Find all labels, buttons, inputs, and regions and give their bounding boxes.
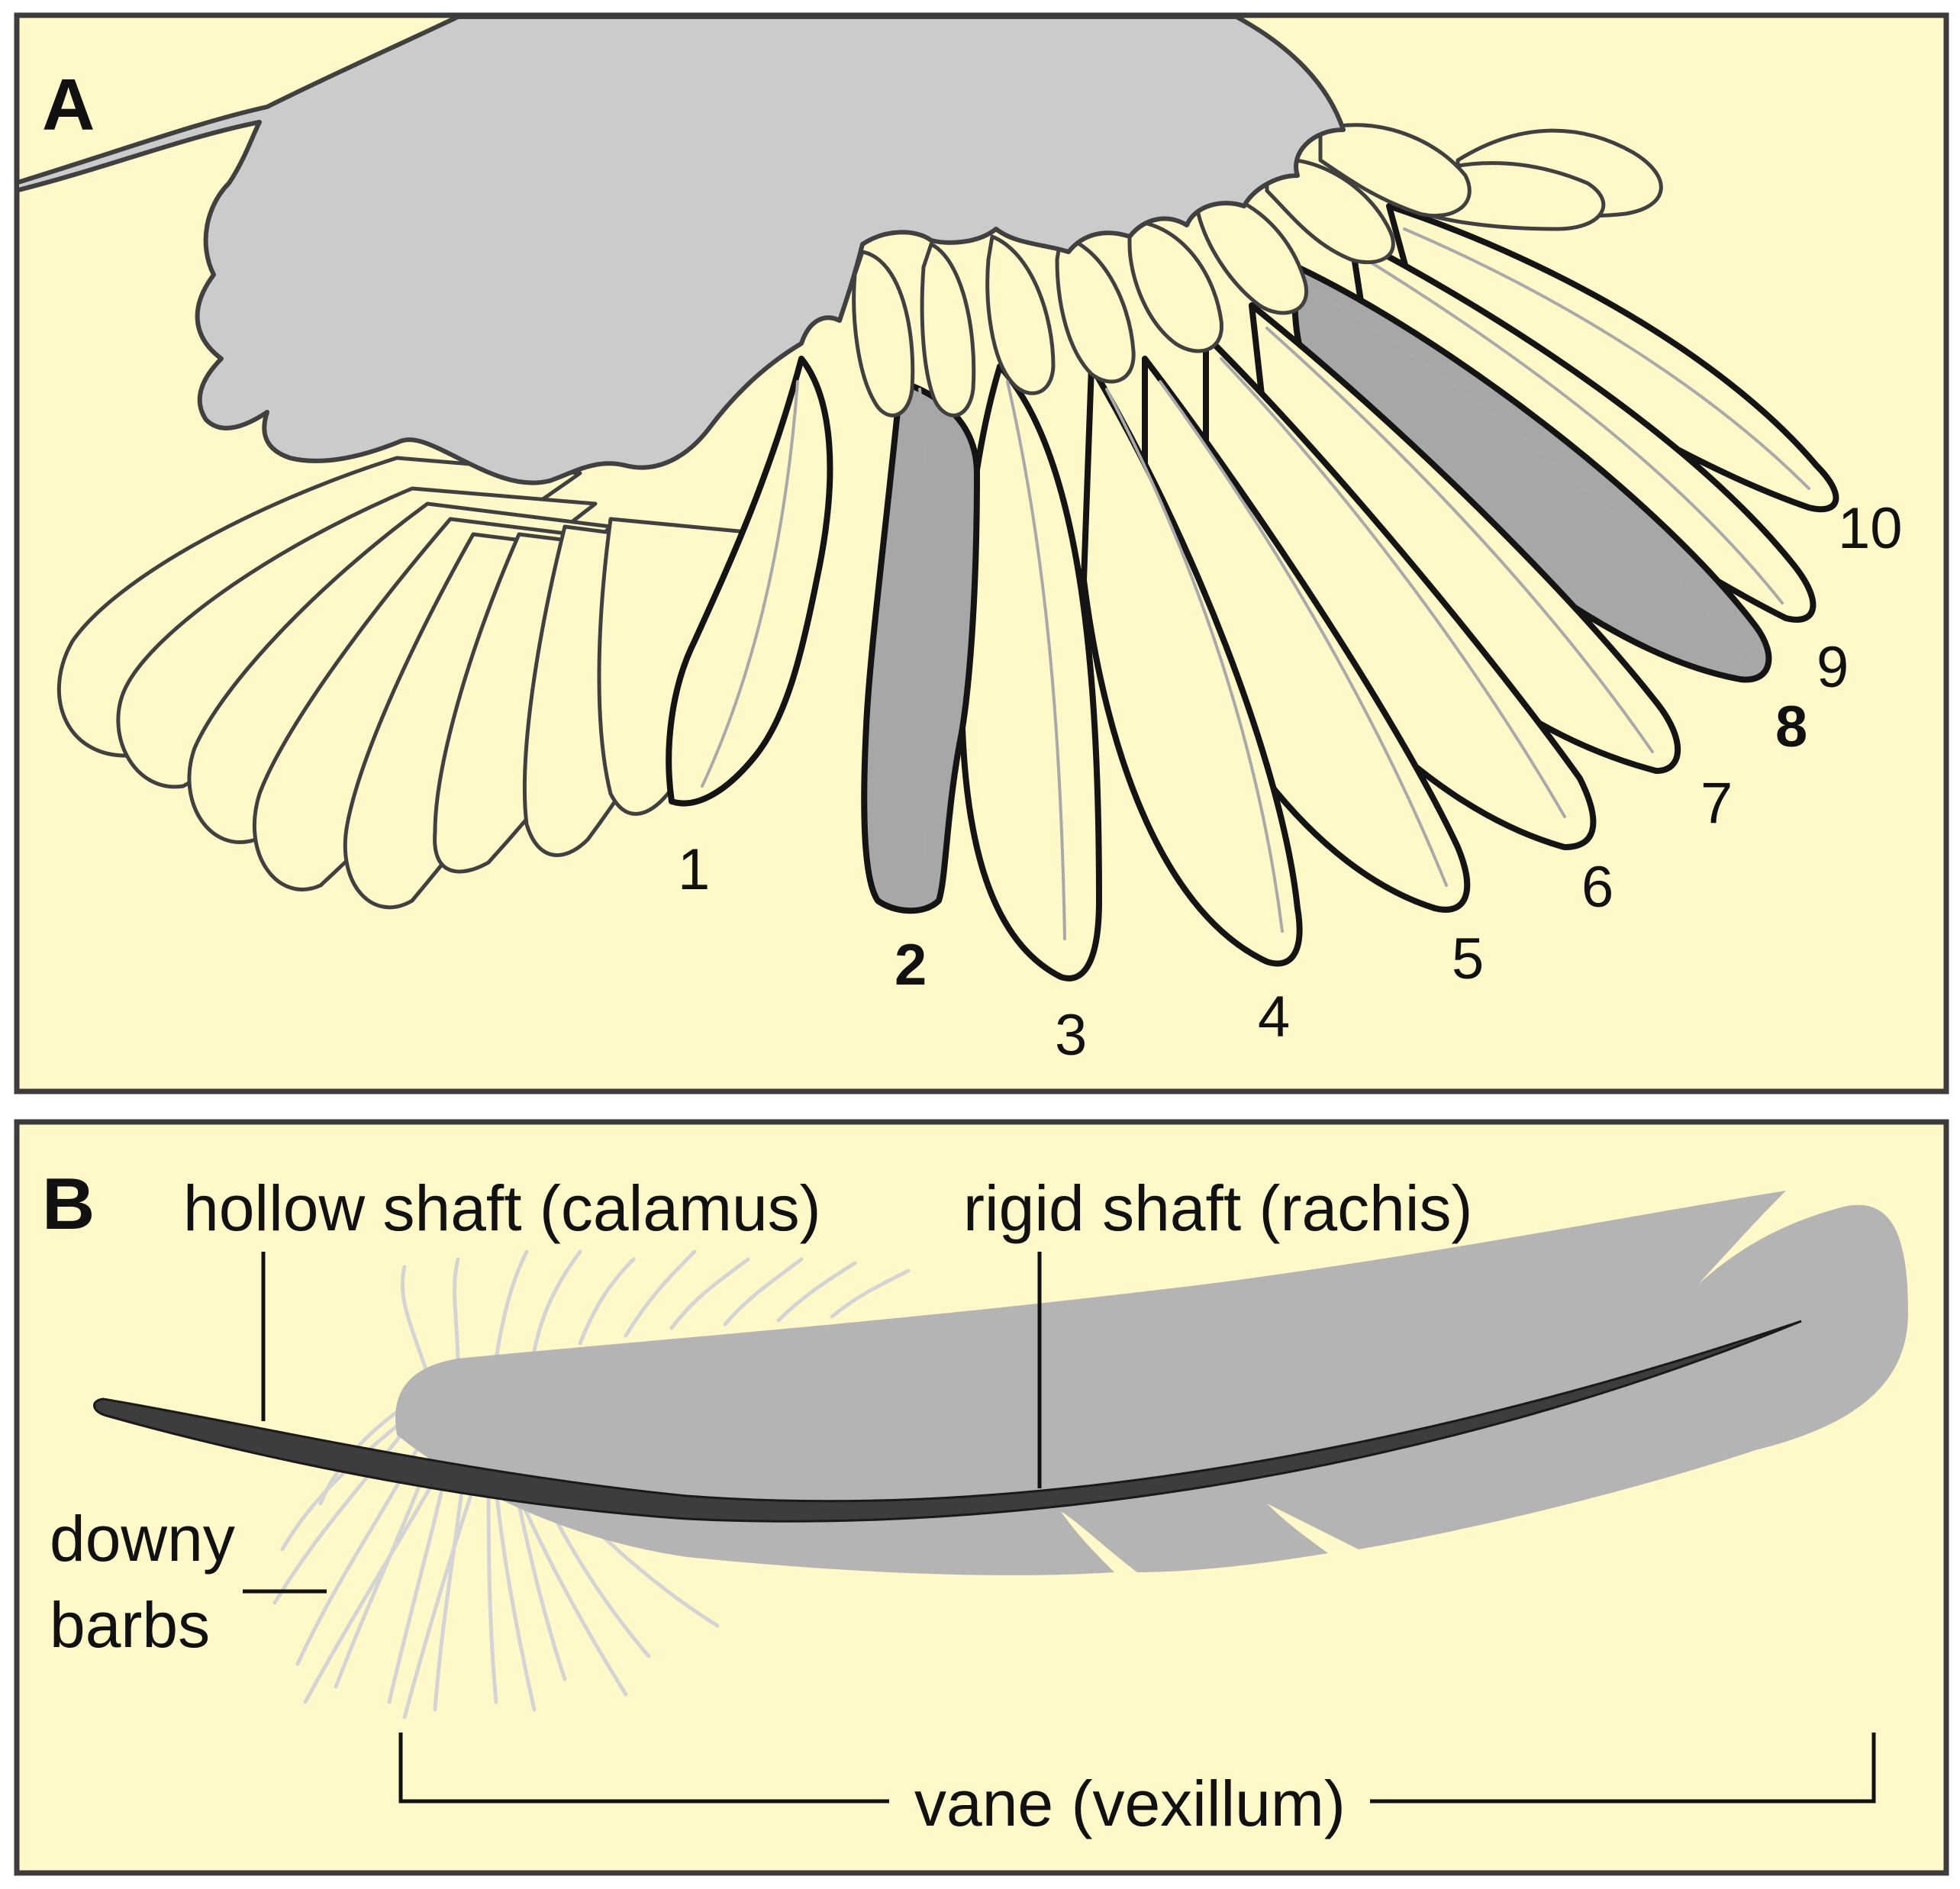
covert-feather bbox=[920, 242, 976, 417]
primary-number-9: 9 bbox=[1817, 635, 1849, 700]
covert-feather bbox=[1196, 189, 1309, 315]
rachis-2 bbox=[918, 388, 932, 879]
covert-feather bbox=[1127, 219, 1223, 353]
rachis-5 bbox=[1159, 380, 1448, 887]
primary-number-3: 3 bbox=[1055, 1003, 1087, 1068]
rachis-9 bbox=[1365, 258, 1784, 604]
primary-feather-4 bbox=[1081, 363, 1303, 967]
panel-b: B hollow shaft (calamus) rigid shaft (ra… bbox=[14, 1119, 1949, 1876]
primary-number-2: 2 bbox=[895, 933, 927, 998]
primary-number-10: 10 bbox=[1838, 496, 1903, 561]
rachis-4 bbox=[1105, 388, 1284, 933]
covert-feather bbox=[1055, 234, 1136, 384]
primary-number-1: 1 bbox=[678, 837, 710, 902]
primary-number-7: 7 bbox=[1700, 771, 1733, 836]
vane-bracket-right bbox=[1370, 1733, 1876, 1804]
primary-number-labels: 1 2 3 4 5 6 7 8 9 10 bbox=[678, 496, 1903, 1068]
panel-a-letter: A bbox=[42, 64, 95, 146]
secondary-feathers bbox=[56, 456, 773, 910]
wing-body bbox=[19, 17, 1346, 485]
primary-number-6: 6 bbox=[1581, 855, 1613, 920]
rachis-1 bbox=[701, 380, 799, 788]
covert-feather bbox=[1265, 157, 1395, 265]
primary-feathers bbox=[666, 203, 1839, 982]
rachis-8 bbox=[1311, 289, 1749, 666]
covert-feather bbox=[985, 234, 1056, 395]
rachis-10 bbox=[1403, 227, 1810, 490]
leader-lines bbox=[243, 1252, 1876, 1804]
feather-vane bbox=[395, 1191, 1908, 1575]
primary-feather-2 bbox=[861, 379, 980, 914]
primary-number-4: 4 bbox=[1258, 985, 1290, 1049]
calamus-label: hollow shaft (calamus) bbox=[183, 1172, 821, 1244]
primary-number-8: 8 bbox=[1775, 695, 1807, 759]
downy-barbs-label-line2: barbs bbox=[50, 1589, 210, 1661]
rachis-3 bbox=[1006, 380, 1066, 940]
vane-bracket-left bbox=[398, 1733, 889, 1804]
rachis-label: rigid shaft (rachis) bbox=[963, 1172, 1473, 1244]
panel-b-letter: B bbox=[42, 1163, 95, 1245]
panel-a: A 1 2 3 4 5 6 7 8 9 10 bbox=[14, 12, 1949, 1094]
coverts bbox=[852, 123, 1663, 417]
primary-number-5: 5 bbox=[1452, 927, 1484, 991]
feather-shaft bbox=[93, 1320, 1802, 1523]
rachis-6 bbox=[1220, 357, 1566, 818]
downy-barbs-label-line1: downy bbox=[50, 1503, 235, 1575]
covert-feather bbox=[1318, 123, 1472, 218]
rachis-7 bbox=[1265, 327, 1654, 753]
covert-feather bbox=[852, 250, 915, 417]
vane-label: vane (vexillum) bbox=[914, 1768, 1346, 1839]
